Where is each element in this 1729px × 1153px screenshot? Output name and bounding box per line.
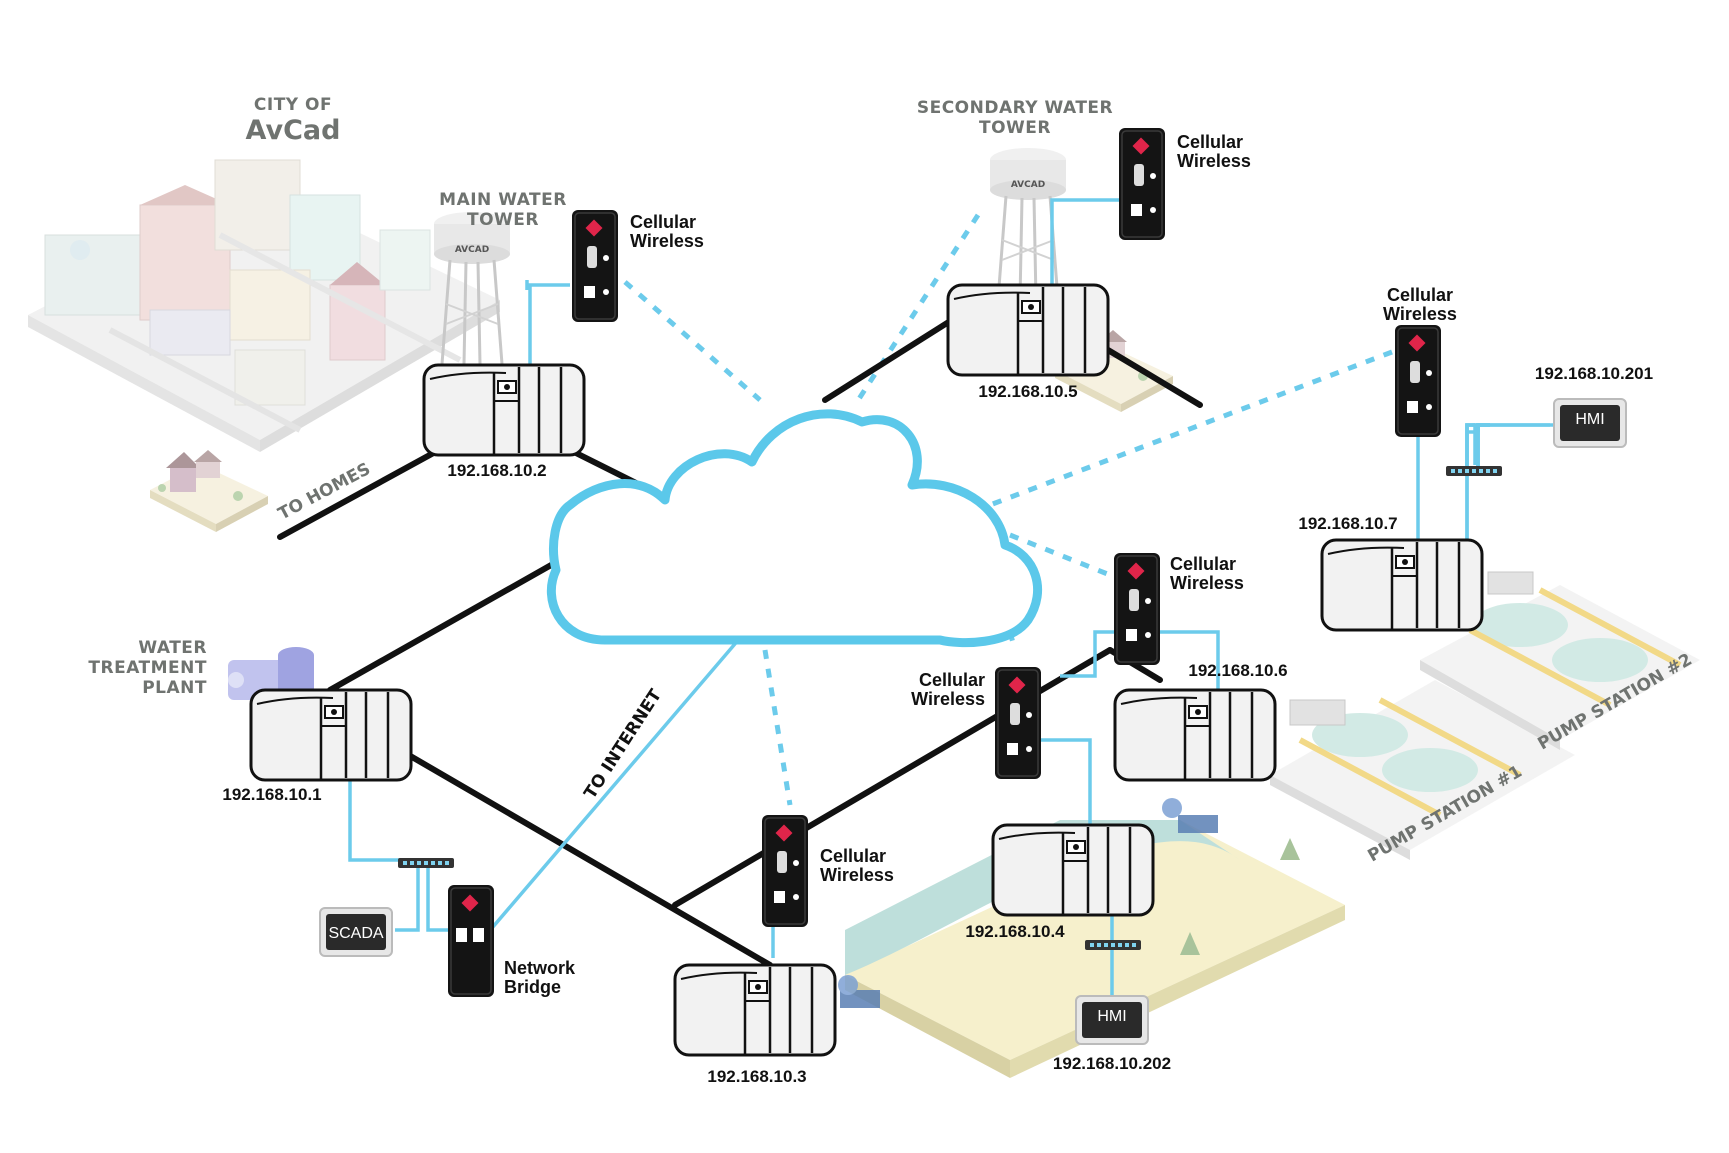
- pump-station-illustration: [1270, 571, 1700, 860]
- cellular-label-river-line2: Wireless: [911, 689, 985, 709]
- link-to-internet: [490, 636, 742, 930]
- main-tower-label-line1: MAIN WATER: [439, 190, 567, 210]
- link-cloud-plc5: [822, 315, 958, 403]
- ip-label-hmi202: 192.168.10.202: [1053, 1054, 1171, 1073]
- plc-secondary-tower[interactable]: [946, 283, 1110, 377]
- network-switch-treatment[interactable]: [398, 858, 454, 868]
- cellular-label-secondary-line2: Wireless: [1177, 151, 1251, 171]
- cellular-label-pump1-line1: Cellular: [1170, 554, 1236, 574]
- plc-treatment-plant[interactable]: [249, 688, 413, 782]
- link-switch-hmi201: [1473, 423, 1555, 465]
- treatment-label-line2: TREATMENT: [88, 658, 207, 678]
- cellular-label-pump2-line1: Cellular: [1387, 285, 1453, 305]
- ip-label-plc3: 192.168.10.3: [707, 1067, 806, 1086]
- plc-main-tower[interactable]: [422, 363, 586, 457]
- link-radio-plc6-blue: [1060, 630, 1220, 690]
- plc-pump-station-1[interactable]: [1113, 688, 1277, 782]
- secondary-water-tower-illustration: [988, 146, 1068, 302]
- cellular-radio-secondary-tower[interactable]: [1118, 127, 1166, 241]
- cellular-label-main-line1: Cellular: [630, 212, 696, 232]
- treatment-label-line1: WATER: [138, 638, 207, 658]
- link-plc1-switch: [348, 775, 430, 862]
- pump-icon-river-1: [838, 975, 880, 1008]
- cellular-label-pump1-line2: Wireless: [1170, 573, 1244, 593]
- network-switch-river[interactable]: [1085, 940, 1141, 950]
- ip-label-plc7: 192.168.10.7: [1298, 514, 1397, 533]
- city-label-line2: AvCad: [246, 115, 341, 146]
- wireless-link-main-tower: [623, 280, 762, 402]
- cellular-label-river-line1: Cellular: [919, 670, 985, 690]
- wireless-link-river-radio: [762, 649, 793, 806]
- link-plc1-cloud: [327, 557, 563, 693]
- plc-river[interactable]: [991, 823, 1155, 917]
- network-bridge-device[interactable]: [448, 885, 494, 997]
- internet-cloud: [546, 409, 1042, 648]
- treatment-label-line3: PLANT: [142, 678, 207, 698]
- cellular-radio-main-tower[interactable]: [571, 209, 619, 323]
- cellular-radio-river[interactable]: [994, 666, 1042, 780]
- cellular-radio-pump-station-2[interactable]: [1394, 324, 1442, 438]
- ip-label-plc5: 192.168.10.5: [978, 382, 1077, 401]
- secondary-tower-label-line2: TOWER: [979, 118, 1051, 138]
- ip-label-plc1: 192.168.10.1: [222, 785, 321, 804]
- secondary-tower-sign: AVCAD: [1011, 180, 1045, 190]
- city-illustration: [28, 159, 500, 452]
- homes-illustration-left: [150, 450, 268, 532]
- link-radio-plc4: [1040, 738, 1092, 825]
- link-switch-scada: [395, 865, 420, 932]
- link-plc1-plc3: [397, 747, 773, 968]
- cellular-label-secondary-line1: Cellular: [1177, 132, 1243, 152]
- network-switch-pump[interactable]: [1446, 466, 1502, 476]
- hmi-screen-201-label: HMI: [1575, 411, 1604, 428]
- to-internet-label: TO INTERNET: [580, 686, 666, 803]
- plc-river-pump[interactable]: [673, 963, 837, 1057]
- link-plc5-radio: [1050, 198, 1120, 290]
- plc-pump-station[interactable]: [1320, 538, 1484, 632]
- hmi-screen-202-label: HMI: [1097, 1008, 1126, 1025]
- ip-label-hmi201: 192.168.10.201: [1535, 364, 1653, 383]
- secondary-tower-label-line1: SECONDARY WATER: [917, 98, 1113, 118]
- bridge-label-line2: Bridge: [504, 977, 561, 997]
- ip-label-plc2: 192.168.10.2: [447, 461, 546, 480]
- city-label-line1: CITY OF: [254, 95, 332, 115]
- wireless-link-homes: [989, 349, 1393, 508]
- bridge-label-line1: Network: [504, 958, 576, 978]
- cellular-label-riverpump-line2: Wireless: [820, 865, 894, 885]
- cellular-radio-river-pump[interactable]: [761, 814, 809, 928]
- ip-label-plc4: 192.168.10.4: [965, 922, 1065, 941]
- link-plc5-homes: [1105, 347, 1203, 408]
- link-plc2-radio: [528, 283, 570, 372]
- scada-screen-label: SCADA: [328, 925, 383, 942]
- ip-label-plc6: 192.168.10.6: [1188, 661, 1287, 680]
- main-tower-label-line2: TOWER: [467, 210, 539, 230]
- cellular-label-riverpump-line1: Cellular: [820, 846, 886, 866]
- pump-icon-river-2: [1162, 798, 1218, 833]
- cellular-label-main-line2: Wireless: [630, 231, 704, 251]
- cellular-label-pump2-line2: Wireless: [1383, 304, 1457, 324]
- main-tower-sign: AVCAD: [455, 245, 489, 255]
- cellular-radio-pump-station-1[interactable]: [1113, 552, 1161, 666]
- link-switch-bridge: [426, 865, 448, 932]
